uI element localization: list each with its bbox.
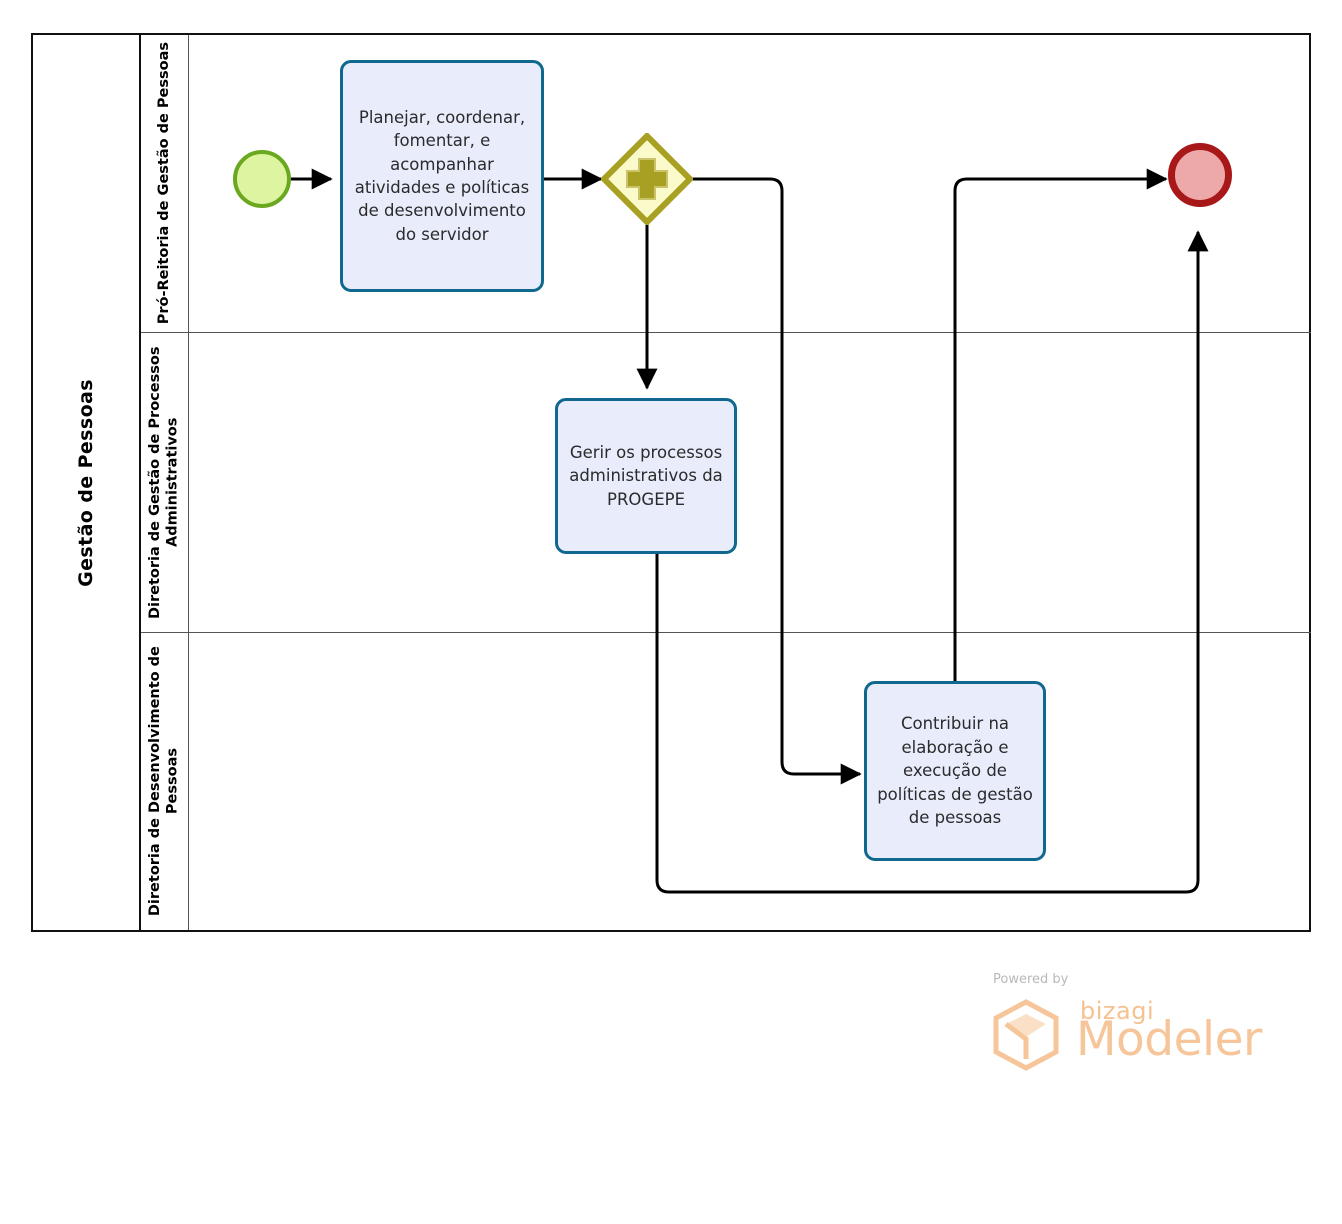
task-planejar-coordenar[interactable]: Planejar, coordenar, fomentar, e acompan…: [340, 60, 544, 292]
lane-header-1: Diretoria de Gestão de Processos Adminis…: [141, 333, 189, 632]
bizagi-watermark: Powered by bizagi Modeler: [975, 972, 1262, 1072]
lane-header-0: Pró-Reitoria de Gestão de Pessoas: [141, 35, 189, 332]
lane-header-2: Diretoria de Desenvolvimento de Pessoas: [141, 633, 189, 930]
pool-title: Gestão de Pessoas: [75, 378, 97, 587]
task-contribuir-politicas[interactable]: Contribuir na elaboração e execução de p…: [864, 681, 1046, 861]
task-gerir-label: Gerir os processos administrativos da PR…: [569, 442, 723, 509]
lane-pro-reitoria-de-gestao-de-pessoas[interactable]: Pró-Reitoria de Gestão de Pessoas: [141, 35, 1311, 333]
watermark-powered-by-label: Powered by: [993, 972, 1069, 987]
watermark-brand-label: bizagi: [1080, 997, 1155, 1025]
task-gerir-processos[interactable]: Gerir os processos administrativos da PR…: [555, 398, 737, 554]
bizagi-hexagon-logo-icon: [988, 997, 1064, 1077]
plus-icon: [626, 158, 668, 200]
watermark-product-label: Modeler: [1076, 1012, 1262, 1067]
parallel-gateway[interactable]: [601, 133, 693, 225]
lane-title-1: Diretoria de Gestão de Processos Adminis…: [146, 346, 181, 619]
task-contribuir-label: Contribuir na elaboração e execução de p…: [877, 714, 1033, 828]
start-event[interactable]: [233, 150, 291, 208]
task-planejar-label: Planejar, coordenar, fomentar, e acompan…: [354, 107, 530, 244]
lane-diretoria-de-desenvolvimento-de-pessoas[interactable]: Diretoria de Desenvolvimento de Pessoas: [141, 633, 1311, 930]
lane-title-0: Pró-Reitoria de Gestão de Pessoas: [155, 42, 172, 325]
lane-title-2: Diretoria de Desenvolvimento de Pessoas: [146, 646, 181, 917]
end-event[interactable]: [1168, 143, 1232, 207]
pool-header: Gestão de Pessoas: [33, 35, 141, 930]
